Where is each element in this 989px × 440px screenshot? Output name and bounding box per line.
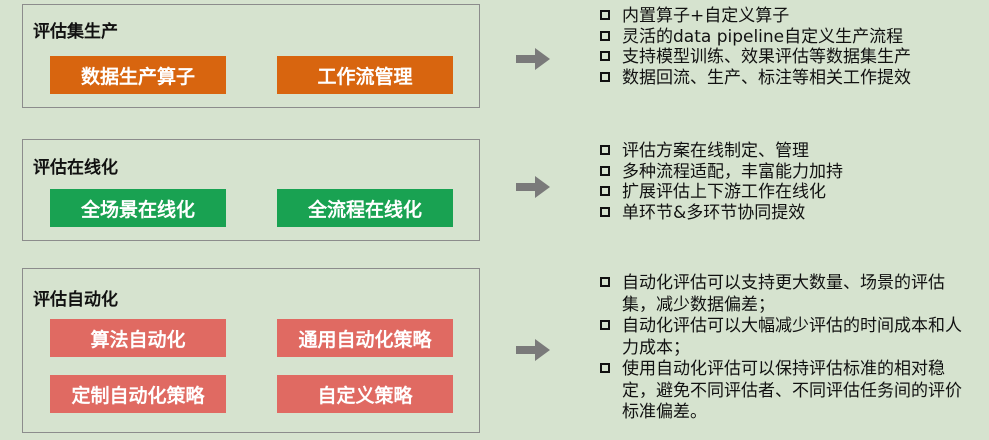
square-bullet-icon [600,165,610,176]
list-item: 数据回流、生产、标注等相关工作提效 [598,68,978,89]
bullet-list-online-evaluation: 评估方案在线制定、管理 多种流程适配，丰富能力加持 扩展评估上下游工作在线化 单… [598,141,978,223]
bullet-list-automated-evaluation: 自动化评估可以支持更大数量、场景的评估集，减少数据偏差； 自动化评估可以大幅减少… [598,273,978,424]
tag-user-defined-strategy: 自定义策略 [277,375,453,413]
tag-data-production-operator: 数据生产算子 [50,56,226,94]
tag-all-scenario-online: 全场景在线化 [50,189,226,227]
square-bullet-icon [600,186,610,196]
square-bullet-icon [600,206,610,217]
bullet-text: 单环节&多环节协同提效 [622,202,806,223]
tag-all-process-online: 全流程在线化 [277,189,453,227]
list-item: 内置算子+自定义算子 [598,6,978,27]
list-item: 扩展评估上下游工作在线化 [598,182,978,203]
square-bullet-icon [600,51,610,61]
right-arrow-icon [516,176,550,198]
bullet-list-dataset-production: 内置算子+自定义算子 灵活的data pipeline自定义生产流程 支持模型训… [598,6,978,88]
square-bullet-icon [600,71,610,82]
square-bullet-icon [600,10,610,20]
section-automated-evaluation: 评估自动化 算法自动化 通用自动化策略 定制自动化策略 自定义策略 [22,268,480,433]
bullet-text: 使用自动化评估可以保持评估标准的相对稳定，避免不同评估者、不同评估任务间的评价标… [622,359,962,422]
tag-algorithm-automation: 算法自动化 [50,319,226,357]
list-item: 单环节&多环节协同提效 [598,203,978,224]
bullet-text: 扩展评估上下游工作在线化 [622,182,826,202]
bullet-text: 数据回流、生产、标注等相关工作提效 [622,67,911,88]
list-item: 多种流程适配，丰富能力加持 [598,162,978,183]
square-bullet-icon [600,145,610,155]
list-item: 使用自动化评估可以保持评估标准的相对稳定，避免不同评估者、不同评估任务间的评价标… [598,359,978,424]
right-arrow-icon [516,48,550,70]
bullet-text: 内置算子+自定义算子 [622,6,790,26]
list-item: 评估方案在线制定、管理 [598,141,978,162]
tag-workflow-management: 工作流管理 [277,56,453,94]
square-bullet-icon [600,320,610,330]
bullet-text: 支持模型训练、效果评估等数据集生产 [622,47,911,67]
list-item: 自动化评估可以大幅减少评估的时间成本和人力成本； [598,316,978,359]
section-title: 评估自动化 [33,290,118,310]
bullet-text: 灵活的data pipeline自定义生产流程 [622,26,904,47]
tag-general-automation-strategy: 通用自动化策略 [277,319,453,357]
square-bullet-icon [600,30,610,41]
right-arrow-icon [516,339,550,361]
bullet-text: 自动化评估可以支持更大数量、场景的评估集，减少数据偏差； [622,273,945,315]
list-item: 支持模型训练、效果评估等数据集生产 [598,47,978,68]
section-title: 评估在线化 [33,158,118,178]
square-bullet-icon [600,363,610,373]
list-item: 自动化评估可以支持更大数量、场景的评估集，减少数据偏差； [598,273,978,316]
list-item: 灵活的data pipeline自定义生产流程 [598,27,978,48]
section-title: 评估集生产 [33,22,118,42]
tag-custom-automation-strategy: 定制自动化策略 [50,375,226,413]
bullet-text: 评估方案在线制定、管理 [622,141,809,161]
section-dataset-production: 评估集生产 数据生产算子 工作流管理 [22,4,480,108]
bullet-text: 自动化评估可以大幅减少评估的时间成本和人力成本； [622,316,962,358]
bullet-text: 多种流程适配，丰富能力加持 [622,161,843,182]
square-bullet-icon [600,277,610,287]
section-online-evaluation: 评估在线化 全场景在线化 全流程在线化 [22,139,480,241]
